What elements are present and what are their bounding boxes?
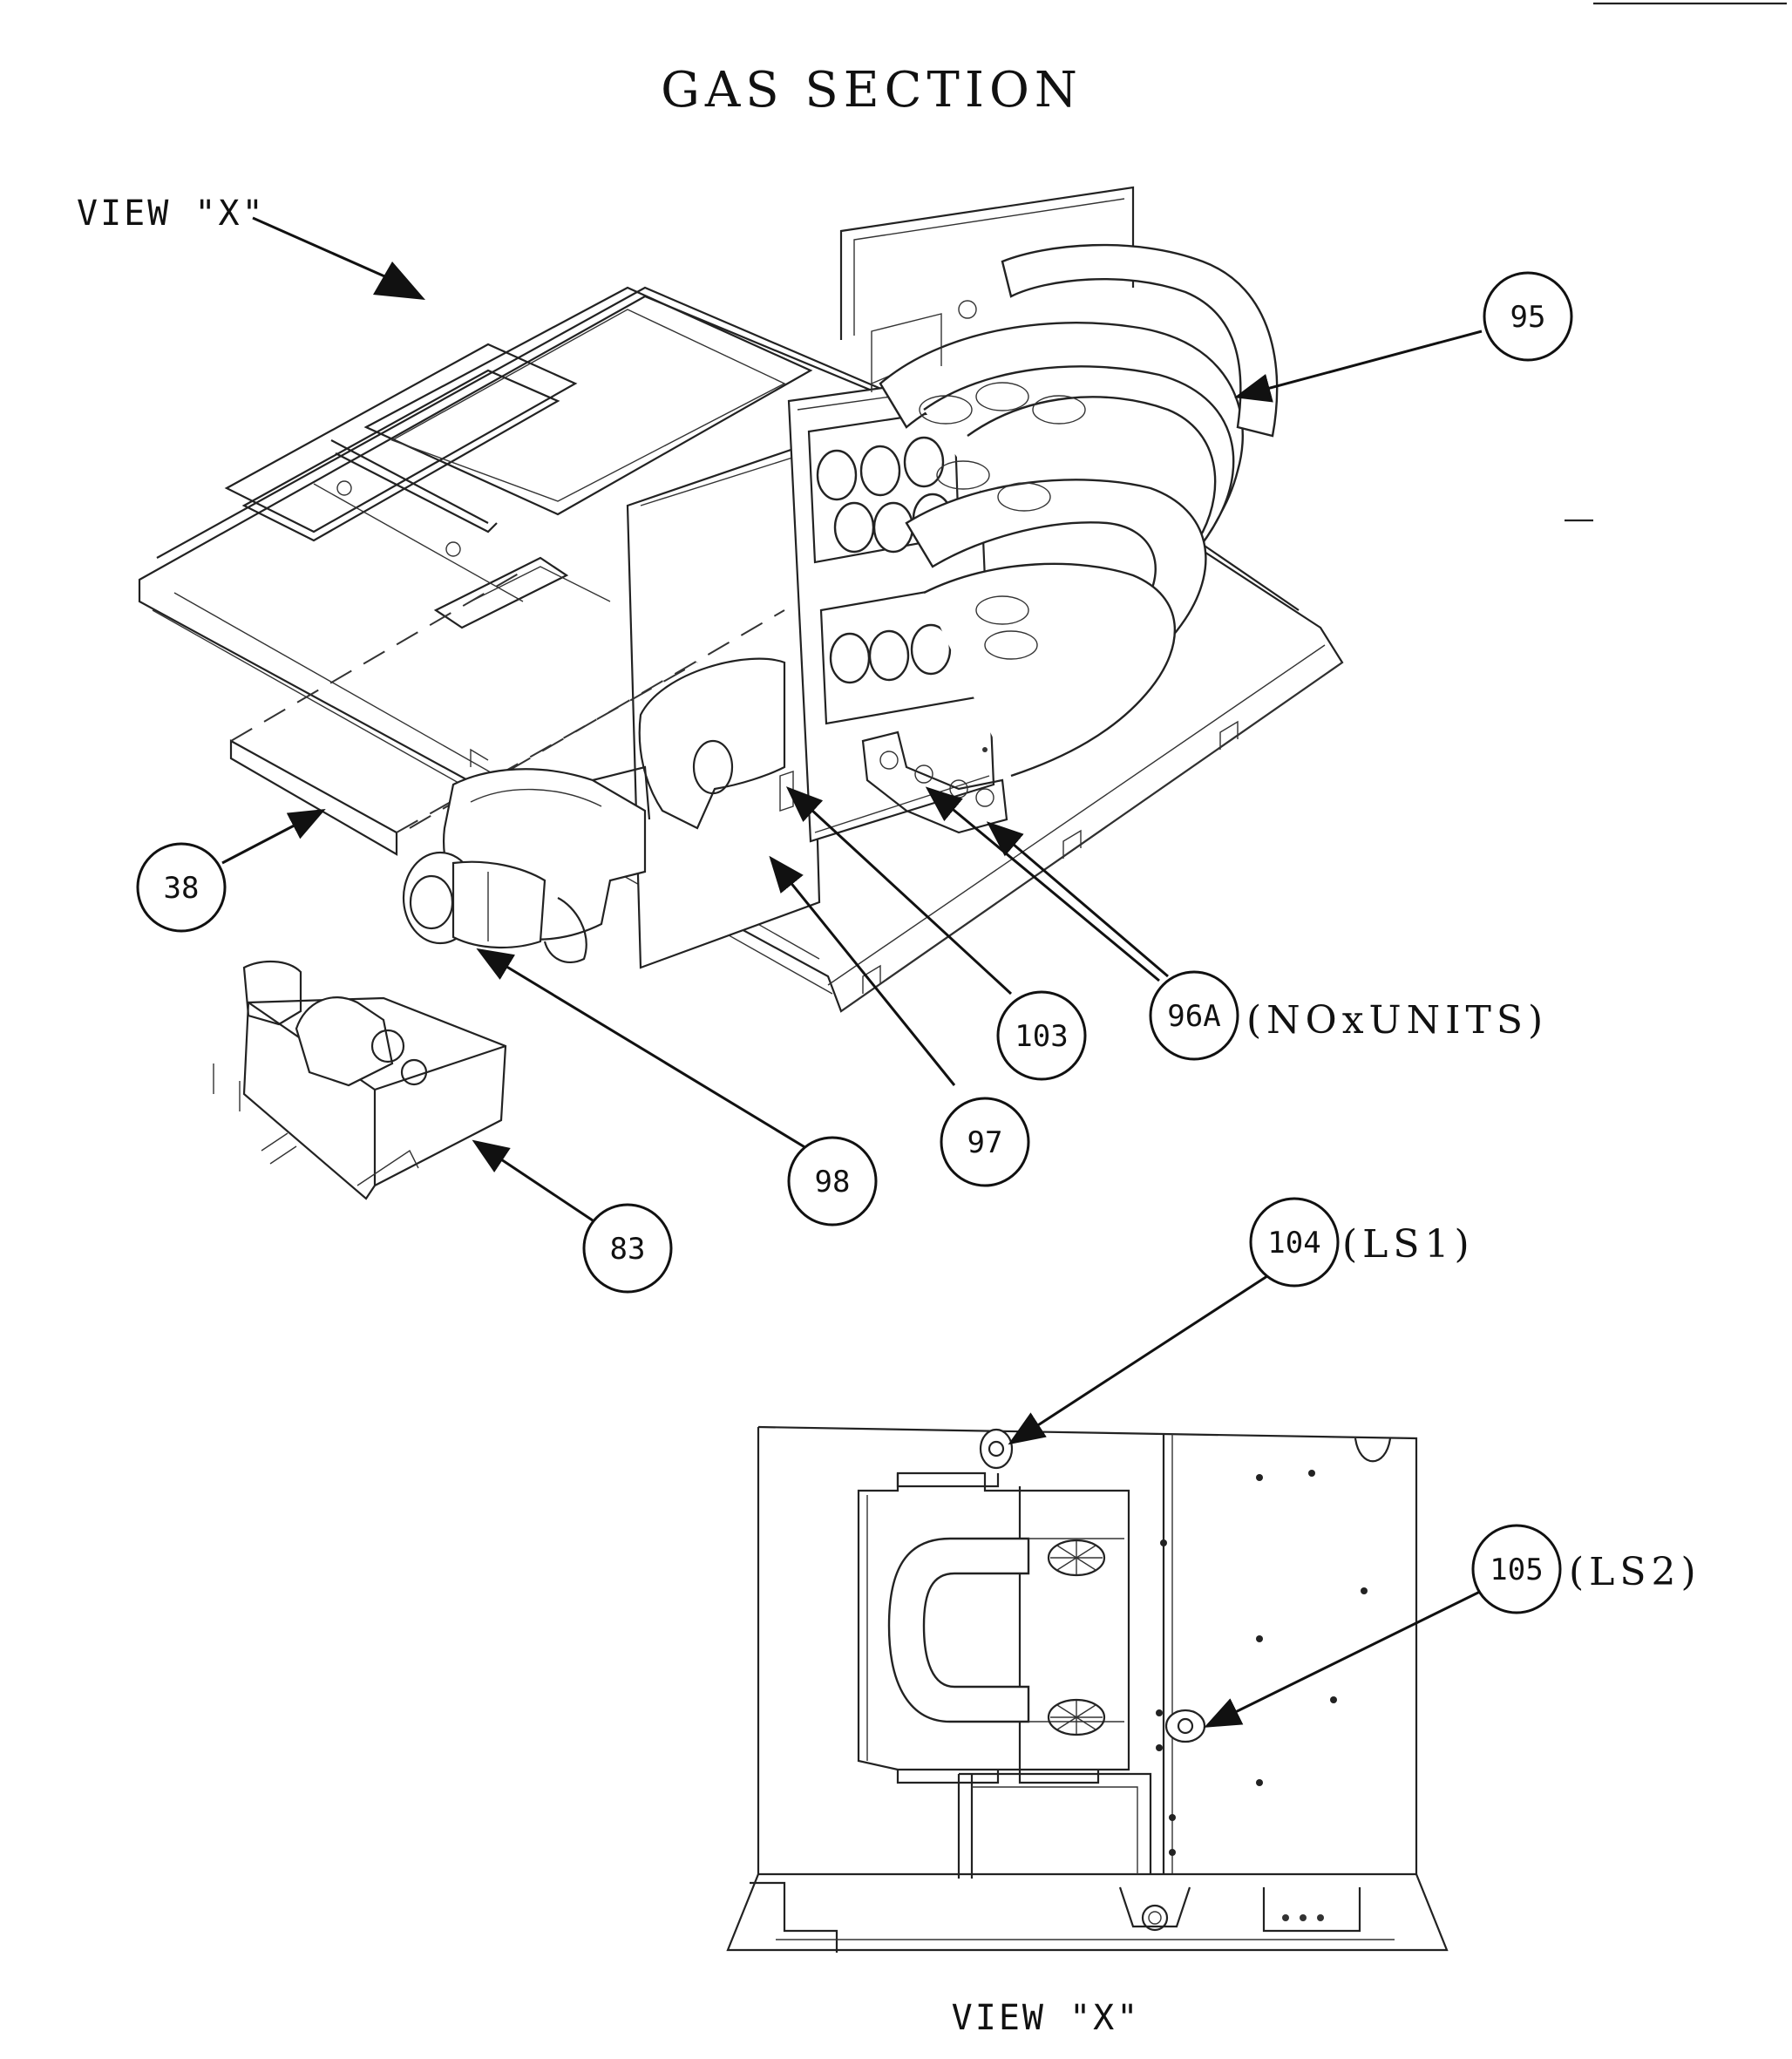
svg-text:38: 38 bbox=[164, 871, 200, 906]
svg-text:83: 83 bbox=[610, 1232, 646, 1267]
callout-97: 97 bbox=[940, 1097, 1030, 1187]
callout-103: 103 bbox=[996, 990, 1087, 1081]
callout-95: 95 bbox=[1483, 271, 1573, 362]
callout-96a: 96A bbox=[1149, 970, 1239, 1061]
svg-text:95: 95 bbox=[1510, 300, 1546, 335]
callout-105: 105 bbox=[1471, 1524, 1562, 1614]
svg-text:105: 105 bbox=[1490, 1553, 1543, 1587]
heat-exchanger-tubes bbox=[871, 243, 1279, 778]
note-ls1: (LS1) bbox=[1342, 1222, 1475, 1267]
view-x-direction-arrow bbox=[252, 216, 425, 300]
svg-text:104: 104 bbox=[1267, 1226, 1320, 1261]
note-ls2: (LS2) bbox=[1569, 1550, 1701, 1594]
svg-text:96A: 96A bbox=[1167, 999, 1220, 1034]
view-x-label-top: VIEW "X" bbox=[77, 194, 266, 234]
view-x-detail bbox=[726, 1425, 1449, 1953]
svg-text:97: 97 bbox=[967, 1125, 1003, 1160]
gas-valve-assembly bbox=[213, 960, 507, 1200]
callout-83: 83 bbox=[582, 1203, 673, 1294]
view-x-label-bottom: VIEW "X" bbox=[952, 1998, 1141, 2038]
callout-104: 104 bbox=[1249, 1197, 1340, 1288]
svg-text:103: 103 bbox=[1015, 1019, 1068, 1054]
svg-text:98: 98 bbox=[815, 1165, 851, 1199]
callout-98: 98 bbox=[787, 1136, 878, 1227]
note-nox-units: (NOxUNITS) bbox=[1246, 998, 1548, 1043]
callout-38: 38 bbox=[136, 842, 227, 933]
inducer-blower bbox=[402, 765, 651, 963]
page-title: GAS SECTION bbox=[661, 62, 1083, 119]
main-assembly bbox=[138, 186, 1344, 1200]
